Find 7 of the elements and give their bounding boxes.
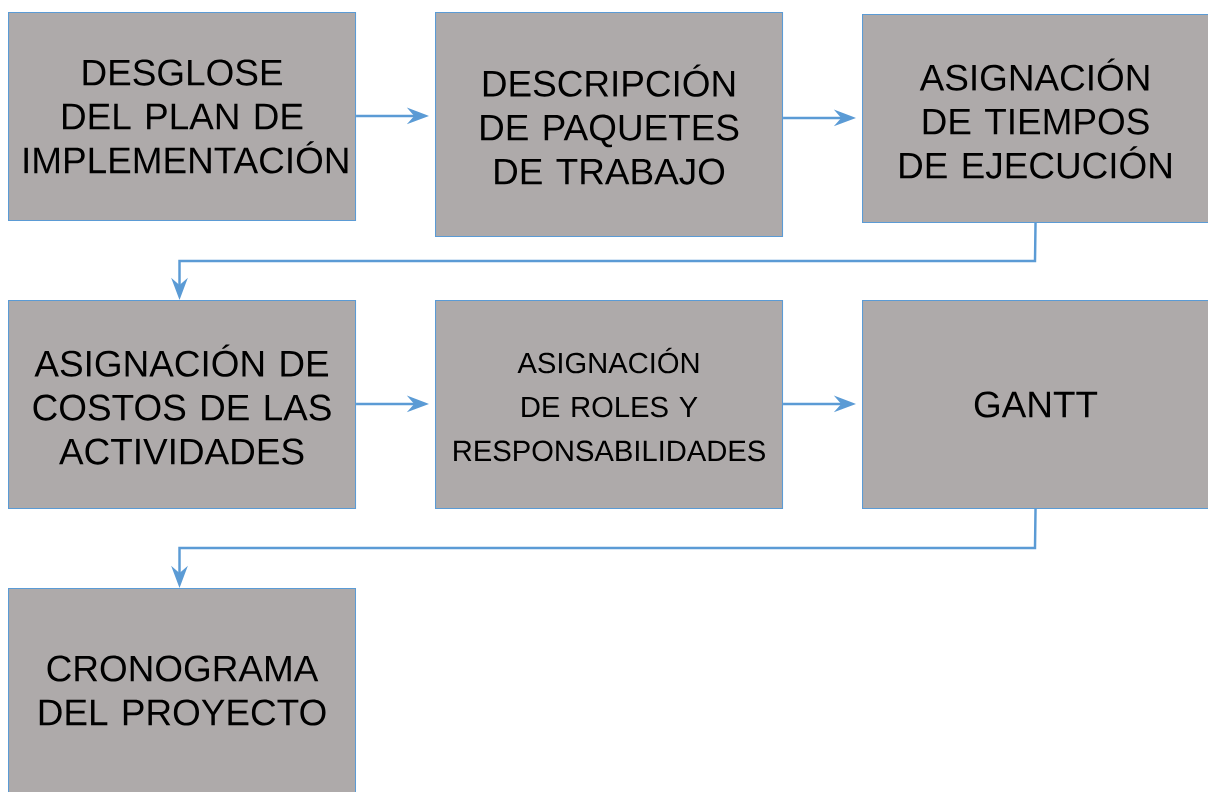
process-box: ASIGNACIÓN DE ROLES Y RESPONSABILIDADES — [435, 300, 784, 510]
process-box: DESCRIPCIÓN DE PAQUETES DE TRABAJO — [435, 12, 784, 238]
process-box: DESGLOSE DEL PLAN DE IMPLEMENTACIÓN — [8, 12, 357, 222]
process-box: CRONOGRAMA DEL PROYECTO — [8, 588, 357, 792]
process-box: GANTT — [862, 300, 1208, 510]
process-box: ASIGNACIÓN DE TIEMPOS DE EJECUCIÓN — [862, 14, 1208, 224]
process-box: ASIGNACIÓN DE COSTOS DE LAS ACTIVIDADES — [8, 300, 357, 510]
